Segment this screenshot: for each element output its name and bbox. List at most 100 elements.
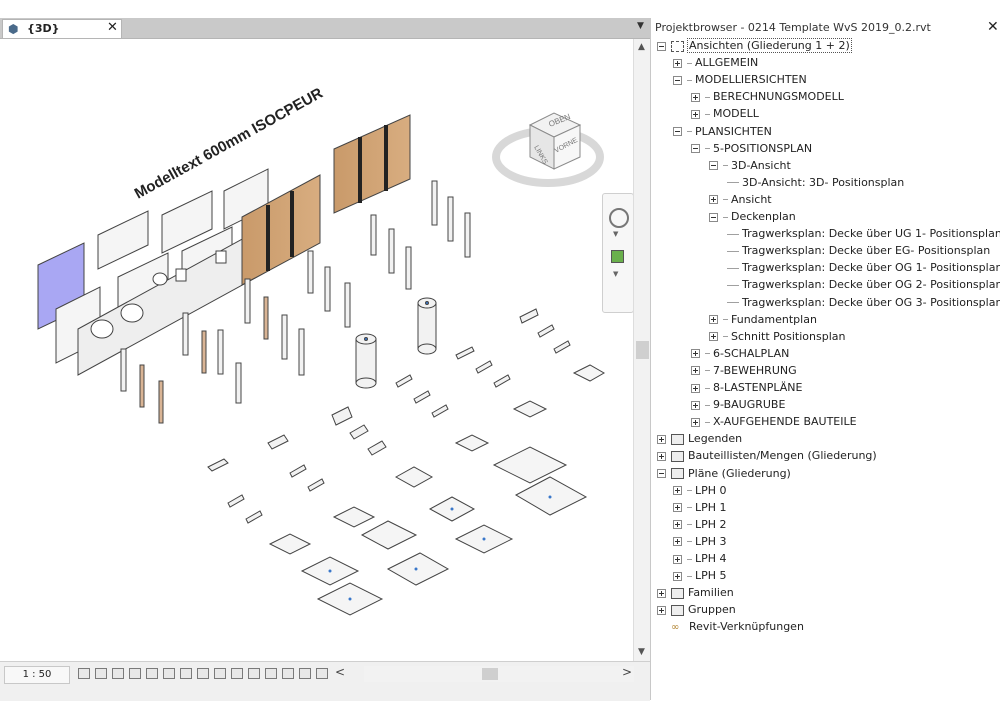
expand-icon[interactable] [657, 451, 666, 461]
highlight-displacement-icon[interactable] [299, 668, 311, 679]
chevron-left-icon[interactable]: < [335, 665, 346, 679]
chevron-right-icon[interactable]: > [622, 665, 633, 679]
collapse-icon[interactable] [657, 469, 666, 478]
zoom-icon[interactable] [611, 250, 624, 263]
horizontal-scrollbar[interactable] [364, 666, 634, 682]
crop-view-icon[interactable] [163, 668, 175, 679]
tree-item[interactable]: LPH 0 [673, 482, 727, 499]
tree-item[interactable]: LPH 1 [673, 499, 727, 516]
expand-icon[interactable] [691, 92, 700, 102]
scroll-up-icon[interactable]: ▲ [638, 42, 645, 52]
reveal-hidden-icon[interactable] [231, 668, 243, 679]
navigation-bar[interactable]: ▼ ▼ [602, 193, 634, 313]
tree-connector [705, 370, 710, 372]
tab-dropdown-icon[interactable]: ▼ [637, 21, 644, 31]
expand-icon[interactable] [691, 400, 700, 410]
tree-item[interactable]: 3D-Ansicht: 3D- Positionsplan [727, 174, 904, 191]
expand-icon[interactable] [673, 58, 682, 68]
expand-icon[interactable] [691, 366, 700, 376]
tree-item[interactable]: Tragwerksplan: Decke über UG 1- Position… [727, 225, 1000, 242]
expand-icon[interactable] [709, 315, 718, 325]
collapse-icon[interactable] [673, 75, 682, 85]
tree-item[interactable]: Tragwerksplan: Decke über EG- Positionsp… [727, 242, 990, 259]
tree-item[interactable]: Tragwerksplan: Decke über OG 2- Position… [727, 276, 1000, 293]
steering-wheel-icon[interactable] [609, 208, 629, 228]
expand-icon[interactable] [691, 417, 700, 427]
shadows-icon[interactable] [129, 668, 141, 679]
tree-item[interactable]: Deckenplan [709, 208, 796, 225]
visual-style-icon[interactable] [95, 668, 107, 679]
expand-icon[interactable] [691, 349, 700, 359]
tree-item[interactable]: Ansichten (Gliederung 1 + 2) [657, 37, 852, 54]
scroll-down-icon[interactable]: ▼ [638, 647, 645, 657]
tree-item[interactable]: MODELLIERSICHTEN [673, 71, 807, 88]
tree-item[interactable]: Ansicht [709, 191, 772, 208]
expand-icon[interactable] [657, 605, 666, 615]
collapse-icon[interactable] [657, 41, 666, 51]
tree-item[interactable]: MODELL [691, 105, 759, 122]
tree-item[interactable]: Legenden [657, 430, 742, 447]
expand-icon[interactable] [673, 503, 682, 513]
expand-icon[interactable] [673, 537, 682, 547]
tree-item[interactable]: LPH 2 [673, 516, 727, 533]
tree-item[interactable]: Fundamentplan [709, 311, 817, 328]
tree-item[interactable]: ∞Revit-Verknüpfungen [657, 618, 804, 635]
close-icon[interactable]: ✕ [987, 19, 999, 35]
collapse-icon[interactable] [709, 161, 718, 171]
tree-item[interactable]: Familien [657, 584, 734, 601]
expand-icon[interactable] [691, 383, 700, 393]
tree-item[interactable]: 7-BEWEHRUNG [691, 362, 797, 379]
tree-item[interactable]: BERECHNUNGSMODELL [691, 88, 844, 105]
collapse-icon[interactable] [691, 144, 700, 154]
tree-item[interactable]: LPH 5 [673, 567, 727, 584]
tree-item[interactable]: Pläne (Gliederung) [657, 465, 791, 482]
expand-icon[interactable] [673, 520, 682, 530]
collapse-icon[interactable] [709, 212, 718, 222]
reveal-constraints-icon[interactable] [316, 668, 328, 679]
3d-canvas[interactable]: Modelltext 600mm ISOCPEUR [0, 39, 634, 659]
tree-connector [687, 541, 692, 543]
temporary-hide-icon[interactable] [214, 668, 226, 679]
expand-icon[interactable] [657, 588, 666, 598]
expand-icon[interactable] [709, 332, 718, 342]
tree-item[interactable]: LPH 4 [673, 550, 727, 567]
tree-item[interactable]: PLANSICHTEN [673, 123, 772, 140]
tree-item[interactable]: 5-POSITIONSPLAN [691, 140, 812, 157]
horizontal-scroll-thumb[interactable] [482, 668, 498, 680]
chevron-down-icon[interactable]: ▼ [613, 230, 619, 238]
expand-icon[interactable] [673, 486, 682, 496]
sun-path-icon[interactable] [112, 668, 124, 679]
lock-view-icon[interactable] [197, 668, 209, 679]
expand-icon[interactable] [657, 434, 666, 444]
tree-item[interactable]: 6-SCHALPLAN [691, 345, 789, 362]
scale-selector[interactable]: 1 : 50 [4, 666, 70, 684]
view-tab-3d[interactable]: ⬢ {3D} ✕ [2, 19, 122, 38]
tree-item[interactable]: ALLGEMEIN [673, 54, 758, 71]
render-icon[interactable] [146, 668, 158, 679]
show-crop-icon[interactable] [180, 668, 192, 679]
tree-item[interactable]: 9-BAUGRUBE [691, 396, 785, 413]
vertical-scroll-thumb[interactable] [636, 341, 649, 359]
tree-item[interactable]: Gruppen [657, 601, 736, 618]
tree-item[interactable]: LPH 3 [673, 533, 727, 550]
expand-icon[interactable] [673, 571, 682, 581]
tree-item[interactable]: X-AUFGEHENDE BAUTEILE [691, 413, 857, 430]
tree-item[interactable]: Tragwerksplan: Decke über OG 3- Position… [727, 294, 1000, 311]
close-icon[interactable]: ✕ [107, 20, 118, 35]
chevron-down-icon[interactable]: ▼ [613, 270, 619, 278]
analytical-model-icon[interactable] [282, 668, 294, 679]
worksharing-icon[interactable] [248, 668, 260, 679]
tree-item[interactable]: Tragwerksplan: Decke über OG 1- Position… [727, 259, 1000, 276]
tree-item[interactable]: 8-LASTENPLÄNE [691, 379, 802, 396]
viewcube[interactable]: OBEN LINKS VORNE [492, 95, 604, 195]
tree-item[interactable]: 3D-Ansicht [709, 157, 791, 174]
vertical-scrollbar[interactable]: ▲ ▼ [633, 39, 651, 661]
detail-level-icon[interactable] [78, 668, 90, 679]
expand-icon[interactable] [709, 195, 718, 205]
expand-icon[interactable] [673, 554, 682, 564]
tree-item[interactable]: Schnitt Positionsplan [709, 328, 845, 345]
temporary-view-properties-icon[interactable] [265, 668, 277, 679]
collapse-icon[interactable] [673, 127, 682, 136]
tree-item[interactable]: Bauteillisten/Mengen (Gliederung) [657, 447, 877, 464]
expand-icon[interactable] [691, 109, 700, 119]
